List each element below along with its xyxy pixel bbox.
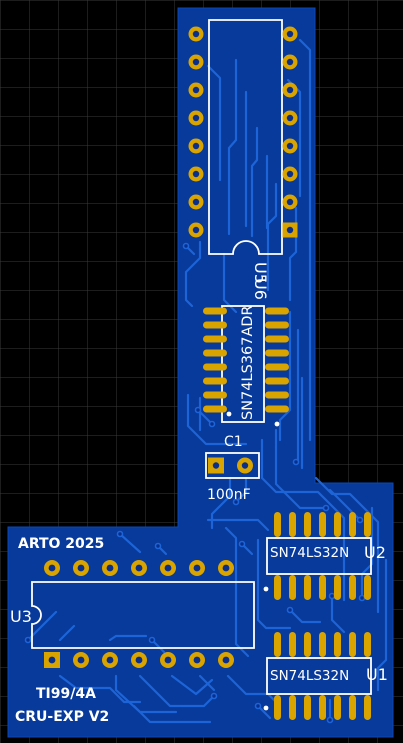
u6-pin1-dot xyxy=(226,411,232,417)
u5-outline xyxy=(208,19,283,255)
chip-u3: U3 xyxy=(10,560,255,668)
chip-u6: SN74LS367ADR U6 xyxy=(203,278,289,427)
u2-pads xyxy=(274,512,371,600)
u5-ref-label: U5 xyxy=(251,262,270,284)
board-header-label: ARTO 2025 xyxy=(18,536,104,552)
chip-u2: SN74LS32N U2 xyxy=(263,512,386,600)
capacitor-c1: C1 100nF xyxy=(205,434,260,503)
board-footer-line1: TI99/4A xyxy=(36,686,96,702)
chip-u5: U5 xyxy=(188,19,298,284)
c1-value-label: 100nF xyxy=(207,487,251,503)
u2-part-label: SN74LS32N xyxy=(270,545,349,561)
c1-ref-label: C1 xyxy=(224,434,243,450)
u1-pads xyxy=(274,632,371,720)
c1-outline xyxy=(205,452,260,479)
chip-u1: SN74LS32N U1 xyxy=(263,632,388,720)
u2-outline xyxy=(266,537,372,575)
u1-ref-label: U1 xyxy=(366,665,388,684)
pcb-board xyxy=(7,7,394,738)
u3-ref-label: U3 xyxy=(10,607,32,626)
u1-outline xyxy=(266,657,372,695)
vias xyxy=(24,242,366,724)
u6-pads xyxy=(203,307,289,413)
u3-outline xyxy=(31,581,255,649)
board-footer-line2: CRU-EXP V2 xyxy=(15,709,109,725)
u2-ref-label: U2 xyxy=(364,543,386,562)
u6-ref-label: U6 xyxy=(251,278,270,300)
u6-part-label: SN74LS367ADR xyxy=(240,305,256,420)
u1-part-label: SN74LS32N xyxy=(270,668,349,684)
